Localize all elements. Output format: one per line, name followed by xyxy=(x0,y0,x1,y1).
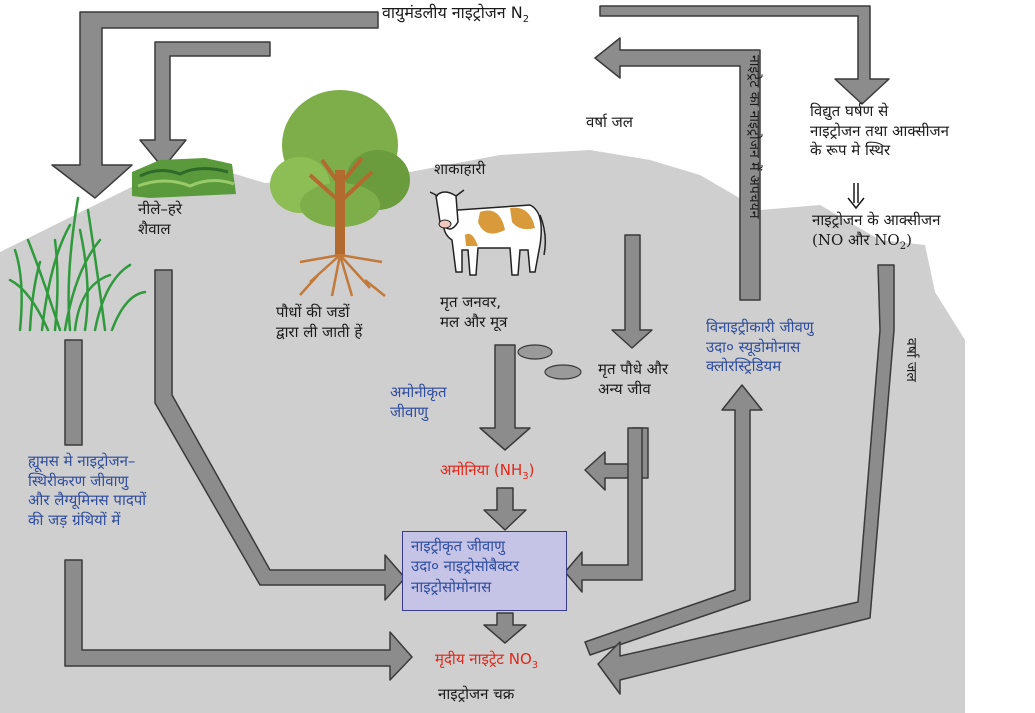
dung-shapes xyxy=(517,344,582,380)
arrow-nitrate-to-denitrifying xyxy=(584,384,763,656)
oxides-line-2: (NO और NO2) xyxy=(812,230,912,252)
tree-icon xyxy=(270,90,410,297)
rain-water-side-label: वर्षा जल xyxy=(903,338,919,382)
herbivore-label: शाकाहारी xyxy=(434,160,486,178)
algae-line-1: नीले–हरे xyxy=(138,200,182,218)
soil-nitrate-label: मृदीय नाइट्रेट NO3 xyxy=(435,650,539,671)
ammonia-label: अमोनिया (NH3) xyxy=(440,461,535,482)
roots-uptake-label: पौधों की जडों द्वारा ली जाती हें xyxy=(276,303,362,342)
arrow-oxides-to-nitrate xyxy=(597,264,895,695)
arrow-algae-to-nitrifying xyxy=(154,269,406,601)
arrow-atmosphere-to-lightning xyxy=(599,5,890,105)
dead-animals-label: मृत जनवर, मल और मूत्र xyxy=(440,293,507,332)
nitrate-reduction-label: नाइट्रेट का नाइट्रोजन में अपचयन xyxy=(745,55,764,295)
nitrifying-line-1: नाइट्रीकृत जीवाणु xyxy=(411,537,505,555)
arrow-atmosphere-to-grass xyxy=(51,11,379,199)
title-subscript: 2 xyxy=(522,14,530,26)
humus-line-3: और लैग्यूमिनस पादपों xyxy=(28,491,147,509)
arrows xyxy=(51,5,895,695)
lightning-fixation-label: विद्युत घर्षण से नाइट्रोजन तथा आक्सीजन क… xyxy=(810,102,949,161)
nitrifying-line-3: नाइट्रोसोमोनास xyxy=(411,577,492,596)
rain-water-label: वर्षा जल xyxy=(586,113,633,131)
nitrate-reduction-line-2: में अपचयन xyxy=(746,162,762,219)
arrow-humus-to-nitrate xyxy=(64,559,413,681)
roots-line-1: पौधों की जडों xyxy=(276,303,350,321)
denitrifying-line-1: विनाइट्रीकारी जीवणु xyxy=(706,318,814,336)
blue-green-algae-label: नीले–हरे शैवाल xyxy=(138,200,182,239)
lightning-line-1: विद्युत घर्षण से xyxy=(810,102,889,120)
dead-plants-label: मृत पौधे और अन्य जीव xyxy=(598,360,668,399)
algae-icon xyxy=(132,158,236,198)
ground-terrain xyxy=(0,150,965,713)
humus-fixation-label: ह्यूमस मे नाइट्रोजन– स्थिरीकरण जीवाणु और… xyxy=(28,452,146,530)
ammonia-subscript: 3 xyxy=(522,471,529,482)
nitrifying-line-2: उदा० नाइट्रोसोबैक्टर xyxy=(411,557,520,576)
small-down-arrow xyxy=(847,183,865,210)
roots-line-2: द्वारा ली जाती हें xyxy=(276,322,363,341)
arrow-grass-to-humus xyxy=(64,339,83,446)
humus-line-2: स्थिरीकरण जीवाणु xyxy=(28,471,129,490)
arrow-nitrifying-to-nitrate xyxy=(483,612,527,644)
dead-animals-line-2: मल और मूत्र xyxy=(440,312,508,331)
denitrifying-line-2: उदा० स्यूडोमोनास xyxy=(706,337,801,356)
lightning-line-3: के रूप मे स्थिर xyxy=(810,141,891,159)
ammonifying-bacteria-label: अमोनीकृत जीवाणु xyxy=(390,383,447,422)
arrow-dead-animals-to-ammonia xyxy=(479,344,531,451)
soil-nitrate-subscript: 3 xyxy=(531,660,539,671)
humus-line-1: ह्यूमस मे नाइट्रोजन– xyxy=(28,452,136,470)
nitrate-reduction-line-1: नाइट्रेट का नाइट्रोजन xyxy=(746,55,762,158)
grass-icon xyxy=(8,196,147,332)
nitrifying-bacteria-box: नाइट्रीकृत जीवाणु उदा० नाइट्रोसोबैक्टर न… xyxy=(402,531,567,611)
ammonifying-line-1: अमोनीकृत xyxy=(390,383,447,401)
denitrifying-bacteria-label: विनाइट्रीकारी जीवणु उदा० स्यूडोमोनास क्ल… xyxy=(706,318,814,377)
ammonifying-line-2: जीवाणु xyxy=(390,402,429,421)
algae-line-2: शैवाल xyxy=(138,219,171,238)
arrow-dead-plants-to-nitrifying xyxy=(564,427,643,593)
dead-animals-line-1: मृत जनवर, xyxy=(440,293,501,311)
humus-line-4: की जड़ ग्रंथियों में xyxy=(28,510,121,529)
atmospheric-nitrogen-title: वायुमंडलीय नाइट्रोजन N2 xyxy=(382,3,530,26)
nitrogen-cycle-caption: नाइट्रोजन चक्र xyxy=(438,685,515,703)
arrow-rain-down xyxy=(611,234,653,349)
arrow-denitrification-up xyxy=(594,37,761,301)
oxides-subscript: 2 xyxy=(899,240,907,252)
arrow-ammonia-to-nitrifying xyxy=(483,487,527,531)
nitrogen-oxides-label: नाइट्रोजन के आक्सीजन (NO और NO2) xyxy=(812,211,940,253)
denitrifying-line-3: क्लोरस्ट्रिडियम xyxy=(706,357,782,375)
lightning-line-2: नाइट्रोजन तथा आक्सीजन xyxy=(810,121,949,140)
dead-plants-line-2: अन्य जीव xyxy=(598,379,651,398)
dead-plants-line-1: मृत पौधे और xyxy=(598,360,669,378)
arrow-atmosphere-to-algae xyxy=(139,41,271,169)
cow-icon xyxy=(429,189,547,276)
oxides-line-1: नाइट्रोजन के आक्सीजन xyxy=(812,211,941,229)
